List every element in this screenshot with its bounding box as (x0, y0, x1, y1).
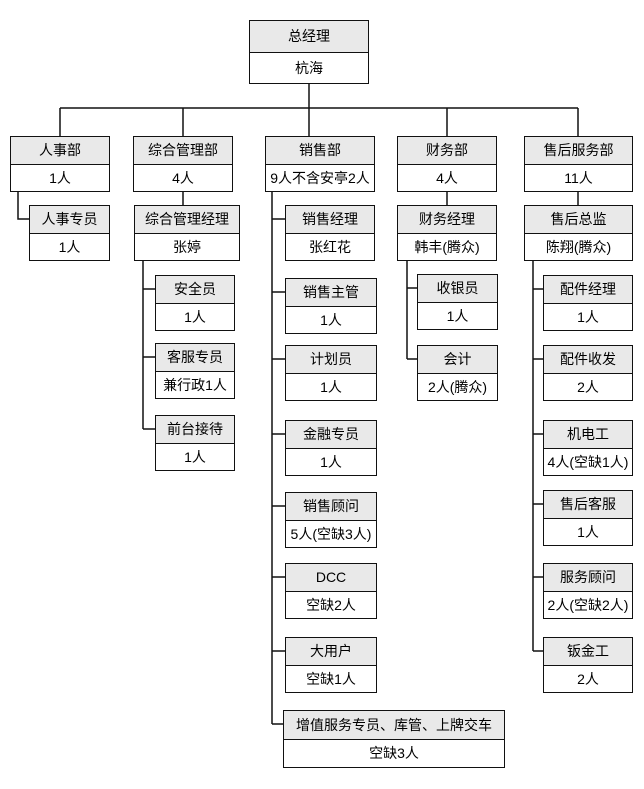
node-value: 1人 (184, 308, 206, 325)
node-value: 空缺3人 (369, 745, 419, 762)
org-node-sales-dept: 销售部 9人不含安亭2人 (265, 136, 375, 192)
org-node-mechanic: 机电工 4人(空缺1人) (543, 420, 633, 476)
org-node-sales-supervisor: 销售主管 1人 (285, 278, 377, 334)
org-node-cashier: 收银员 1人 (417, 274, 498, 330)
org-node-finance-manager: 财务经理 韩丰(腾众) (397, 205, 497, 261)
node-value: 2人(腾众) (427, 378, 488, 395)
node-value: 兼行政1人 (163, 376, 227, 393)
node-title: 客服专员 (156, 344, 234, 372)
node-title: 售后服务部 (525, 137, 632, 165)
org-node-admin-dept: 综合管理部 4人 (133, 136, 233, 192)
node-value: 4人(空缺1人) (547, 453, 629, 470)
node-title: 销售部 (266, 137, 374, 165)
node-title: 销售顾问 (286, 493, 376, 521)
node-title: 配件经理 (544, 276, 632, 304)
node-value: 1人 (320, 378, 342, 395)
node-title: 机电工 (544, 421, 632, 449)
org-node-parts-manager: 配件经理 1人 (543, 275, 633, 331)
org-node-finance-specialist: 金融专员 1人 (285, 420, 377, 476)
node-value: 张婷 (173, 238, 201, 255)
node-value: 张红花 (309, 238, 351, 255)
org-node-accountant: 会计 2人(腾众) (417, 345, 498, 401)
node-value: 1人 (577, 523, 599, 540)
node-title: 前台接待 (156, 416, 234, 444)
node-title: 服务顾问 (544, 564, 632, 592)
node-title: 安全员 (156, 276, 234, 304)
node-value: 1人 (58, 238, 81, 255)
org-node-dcc: DCC 空缺2人 (285, 563, 377, 619)
org-node-sales-manager: 销售经理 张红花 (285, 205, 375, 261)
node-title: 人事专员 (30, 206, 109, 234)
node-title: 配件收发 (544, 346, 632, 374)
node-title: 大用户 (286, 638, 376, 666)
org-node-service-advisor: 服务顾问 2人(空缺2人) (543, 563, 633, 619)
node-value: 4人 (172, 169, 194, 186)
node-value: 4人 (436, 169, 458, 186)
org-node-planner: 计划员 1人 (285, 345, 377, 401)
node-value: 2人(空缺2人) (547, 596, 629, 613)
org-node-sales-consultant: 销售顾问 5人(空缺3人) (285, 492, 377, 548)
connector-hr-branch (17, 192, 29, 220)
node-value: 杭海 (295, 59, 323, 76)
org-node-finance-dept: 财务部 4人 (397, 136, 497, 192)
node-title: 人事部 (11, 137, 109, 165)
node-value: 1人 (577, 308, 599, 325)
org-node-hr-dept: 人事部 1人 (10, 136, 110, 192)
org-node-value-added-services: 增值服务专员、库管、上牌交车 空缺3人 (283, 710, 505, 768)
node-title: 售后总监 (525, 206, 632, 234)
org-node-safety-officer: 安全员 1人 (155, 275, 235, 331)
org-node-customer-service: 客服专员 兼行政1人 (155, 343, 235, 399)
node-title: 钣金工 (544, 638, 632, 666)
node-value: 1人 (49, 169, 71, 186)
node-title: 增值服务专员、库管、上牌交车 (284, 711, 504, 740)
node-value: 陈翔(腾众) (545, 238, 612, 255)
connector-finance-branch (406, 192, 448, 360)
node-title: 会计 (418, 346, 497, 374)
node-value: 1人 (320, 311, 342, 328)
node-title: 综合管理部 (134, 137, 232, 165)
node-title: DCC (286, 564, 376, 592)
org-node-admin-manager: 综合管理经理 张婷 (134, 205, 240, 261)
node-title: 收银员 (418, 275, 497, 303)
connector-sales-branch (271, 192, 285, 725)
org-node-sheet-metal-worker: 钣金工 2人 (543, 637, 633, 693)
org-node-receptionist: 前台接待 1人 (155, 415, 235, 471)
connector-top-level (59, 84, 579, 136)
node-value: 9人不含安亭2人 (270, 169, 370, 186)
node-title: 综合管理经理 (135, 206, 239, 234)
node-title: 财务经理 (398, 206, 496, 234)
node-title: 销售主管 (286, 279, 376, 307)
org-node-general-manager: 总经理 杭海 (249, 20, 369, 84)
org-node-key-account: 大用户 空缺1人 (285, 637, 377, 693)
node-title: 售后客服 (544, 491, 632, 519)
org-node-hr-specialist: 人事专员 1人 (29, 205, 110, 261)
node-value: 韩丰(腾众) (414, 238, 480, 255)
connector-admin-branch (142, 192, 184, 430)
node-title: 金融专员 (286, 421, 376, 449)
node-value: 空缺2人 (306, 596, 356, 613)
node-title: 计划员 (286, 346, 376, 374)
node-title: 销售经理 (286, 206, 374, 234)
node-value: 1人 (320, 453, 342, 470)
node-value: 1人 (446, 307, 469, 324)
node-title: 财务部 (398, 137, 496, 165)
node-value: 2人 (577, 670, 599, 687)
node-title: 总经理 (250, 21, 368, 53)
node-value: 2人 (577, 378, 599, 395)
node-value: 空缺1人 (306, 670, 356, 687)
org-node-after-sales-dept: 售后服务部 11人 (524, 136, 633, 192)
org-node-after-sales-service: 售后客服 1人 (543, 490, 633, 546)
org-node-after-sales-director: 售后总监 陈翔(腾众) (524, 205, 633, 261)
node-value: 5人(空缺3人) (290, 525, 372, 542)
node-value: 1人 (184, 448, 206, 465)
org-node-parts-receiving: 配件收发 2人 (543, 345, 633, 401)
node-value: 11人 (564, 169, 593, 186)
connector-aftersales-branch (532, 192, 579, 652)
